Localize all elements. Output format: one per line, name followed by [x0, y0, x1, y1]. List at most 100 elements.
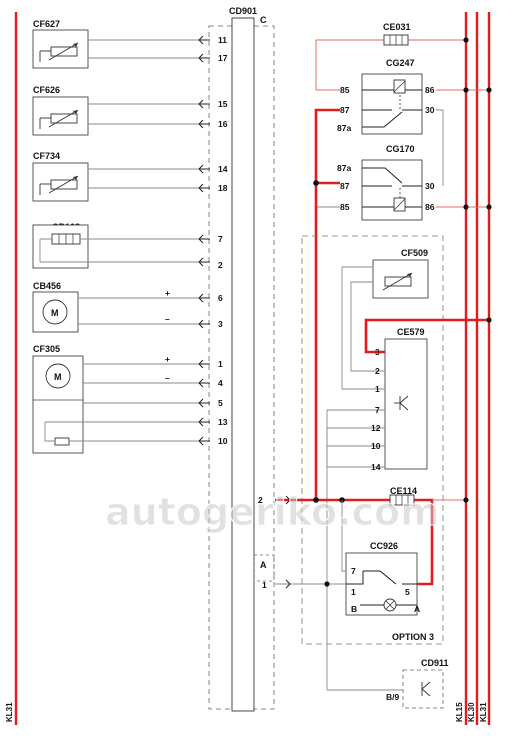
cf734-box: [32, 162, 89, 202]
cb456-pin-6: 6: [218, 293, 223, 303]
cg170-pin-87a: 87a: [337, 163, 351, 173]
cf305-label: CF305: [33, 344, 60, 354]
cf734-pin-18: 18: [218, 183, 228, 193]
sensor-icon: [39, 42, 79, 62]
fuse-icon: [51, 233, 81, 245]
cf627-pin-11: 11: [218, 35, 227, 45]
cf305-minus: –: [165, 373, 170, 383]
component-cb456: CB456 M + – 6 3: [32, 281, 223, 333]
cf509-label: CF509: [401, 248, 428, 258]
cg170-pin-87: 87: [340, 181, 350, 191]
component-cd911: CD911 B/9: [327, 658, 449, 709]
resistor-icon: [54, 437, 70, 446]
cb456-minus: –: [165, 314, 170, 324]
cg170-pin-86: 86: [425, 202, 435, 212]
cg247-label: CG247: [386, 58, 415, 68]
cg170-label: CG170: [386, 144, 415, 154]
component-cf509: CF509: [341, 248, 429, 390]
component-cb168: CB168 7 2: [32, 222, 223, 270]
cb168-pin-2: 2: [218, 260, 223, 270]
component-cf305: CF305 M + – 1 4 5 13 10: [32, 344, 228, 454]
ce579-pin-10: 10: [371, 441, 381, 451]
component-cg170: CG170 87a 87 30 85 86: [316, 144, 492, 221]
ce579-pin-3: 3: [375, 347, 380, 357]
ce114-label: CE114: [390, 486, 417, 496]
cf626-pin-16: 16: [218, 119, 228, 129]
connector-pin-1: 1: [262, 580, 267, 590]
cf626-box: [32, 96, 89, 136]
cf305-pin-1: 1: [218, 359, 223, 369]
cf305-pin-4: 4: [218, 378, 223, 388]
cb456-pin-3: 3: [218, 319, 223, 329]
rail-label-kl31-left: KL31: [5, 702, 14, 722]
component-cg247: CG247 85 86 87 30 87a: [315, 58, 492, 186]
ce579-pin-1: 1: [375, 384, 380, 394]
ce579-pin-7: 7: [375, 405, 380, 415]
cf305-plus: +: [165, 354, 170, 364]
ce031-label: CE031: [383, 22, 411, 32]
cb456-plus: +: [165, 288, 170, 298]
cg247-pin-86: 86: [425, 85, 435, 95]
cf305-motor-label: M: [54, 372, 62, 382]
cg170-pin-30: 30: [425, 181, 435, 191]
cb168-pin-7: 7: [218, 234, 223, 244]
cd911-pin-b9: B/9: [386, 692, 400, 702]
ce579-pin-14: 14: [371, 462, 381, 472]
cf627-label: CF627: [33, 19, 60, 29]
cc926-pin-5: 5: [405, 587, 410, 597]
rail-label-kl31-right: KL31: [479, 702, 488, 722]
cb456-label: CB456: [33, 281, 61, 291]
cf305-pin-10: 10: [218, 436, 228, 446]
motor-icon: [45, 363, 71, 389]
cf627-pin-17: 17: [218, 53, 228, 63]
component-ce579: CE579 3 2 1 7 12 10 14: [326, 317, 492, 690]
main-feed-wire: [313, 108, 340, 500]
cf627-box: [32, 29, 89, 69]
cb168-box: [32, 224, 89, 269]
cf305-pin-5: 5: [218, 398, 223, 408]
ce579-label: CE579: [397, 327, 425, 337]
connector-pin-2: 2: [258, 495, 263, 505]
ce579-pin-2: 2: [375, 366, 380, 376]
cg247-pin-85: 85: [340, 85, 350, 95]
component-ce114: CE114 2: [258, 486, 469, 586]
cg247-box: [361, 73, 423, 135]
connector-side-a: A: [260, 560, 267, 570]
sensor-icon: [39, 175, 79, 195]
cf509-box: [372, 259, 429, 299]
cd911-box: [402, 669, 444, 709]
cc926-pin-a: A: [414, 604, 420, 614]
cb456-motor-label: M: [51, 308, 59, 318]
connector-outline: [208, 25, 275, 710]
cf734-label: CF734: [33, 151, 60, 161]
ce579-pin-12: 12: [371, 423, 381, 433]
watermark-logo: autogeriko.com: [105, 490, 440, 534]
cg170-pin-85: 85: [340, 202, 350, 212]
ce579-box: [384, 338, 428, 470]
transistor-icon: [394, 395, 409, 411]
cf734-pin-14: 14: [218, 164, 228, 174]
cg247-pin-87a: 87a: [337, 123, 351, 133]
sensor-icon: [39, 109, 79, 129]
cc926-pin-b: B: [351, 604, 357, 614]
component-cf734: CF734 14 18: [32, 151, 228, 202]
power-rails: KL31 KL15 KL30 KL31: [5, 12, 491, 725]
connector-side-c: C: [260, 15, 267, 25]
option-area-outline: [301, 235, 444, 645]
connector-cd901: CD901 C A: [208, 6, 275, 712]
cg247-pin-30: 30: [425, 105, 435, 115]
cc926-pin-1: 1: [351, 587, 356, 597]
cf626-label: CF626: [33, 85, 60, 95]
rail-label-kl30: KL30: [467, 702, 476, 722]
sensor-icon: [382, 272, 413, 291]
cf626-pin-15: 15: [218, 99, 228, 109]
cg170-box: [361, 159, 423, 221]
cc926-label: CC926: [370, 541, 398, 551]
cd911-label: CD911: [421, 658, 449, 668]
component-cc926: CC926 7 1 5 B A 1: [253, 500, 420, 616]
rail-label-kl15: KL15: [455, 702, 464, 722]
component-cf626: CF626 15 16: [32, 85, 228, 136]
cc926-pin-7: 7: [351, 566, 356, 576]
component-cf627: CF627 11 17: [32, 19, 228, 69]
